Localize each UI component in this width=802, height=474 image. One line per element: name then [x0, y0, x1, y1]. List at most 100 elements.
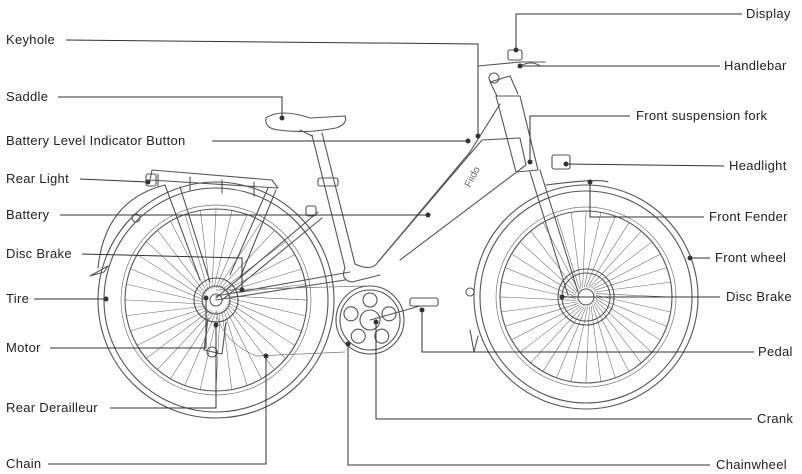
label-disc-brake-rear: Disc Brake	[6, 246, 72, 261]
chainwheel-cutout	[362, 292, 378, 308]
spoke	[530, 230, 578, 293]
chainwheel-cutout	[381, 306, 397, 322]
spoke	[217, 221, 262, 289]
label-chain: Chain	[6, 456, 41, 471]
label-front-suspension-fork: Front suspension fork	[636, 108, 768, 123]
rear-fender	[97, 184, 166, 269]
spoke	[570, 306, 589, 382]
spoke	[124, 299, 205, 305]
spoke	[595, 293, 673, 298]
spoke	[594, 301, 642, 364]
headlight-drawing	[551, 154, 571, 170]
bicycle-drawing: Fiido	[89, 49, 699, 419]
frame	[215, 95, 539, 301]
spoke	[594, 281, 671, 293]
part-labels: Display Keyhole Handlebar Saddle Front s…	[6, 6, 793, 472]
spoke	[184, 311, 217, 386]
spoke	[590, 241, 653, 289]
spoke	[556, 306, 587, 378]
spoke	[226, 305, 275, 370]
brand-logo: Fiido	[463, 165, 483, 190]
chainwheel-cutout	[374, 328, 390, 344]
spoke	[585, 216, 616, 288]
spoke	[511, 304, 580, 341]
label-saddle: Saddle	[6, 89, 48, 104]
spoke	[213, 210, 233, 289]
spoke	[590, 305, 602, 382]
spoke	[223, 309, 248, 386]
spoke	[593, 303, 630, 372]
spoke	[519, 305, 582, 353]
spoke	[227, 303, 286, 359]
chainwheel-cutout	[343, 306, 359, 322]
label-front-fender: Front Fender	[709, 209, 788, 224]
spoke	[223, 254, 295, 292]
spoke	[592, 304, 616, 378]
rear-mudflap	[89, 265, 109, 277]
label-handlebar: Handlebar	[724, 58, 787, 73]
label-crank: Crank	[757, 411, 793, 426]
spoke	[146, 241, 205, 297]
spoke	[585, 306, 590, 384]
leader-lines	[34, 13, 754, 466]
spoke	[157, 230, 206, 295]
spoke	[570, 212, 582, 289]
spoke	[227, 299, 302, 332]
spoke	[224, 307, 262, 379]
chainwheel-drawing	[335, 285, 405, 355]
saddle-drawing	[265, 112, 347, 137]
spoke	[215, 214, 248, 289]
spoke	[595, 296, 667, 327]
spoke	[587, 222, 630, 288]
spoke	[137, 254, 205, 299]
spoke	[530, 306, 583, 364]
spoke	[519, 241, 577, 294]
handlebar-drawing	[477, 49, 546, 97]
spoke	[582, 210, 587, 288]
spoke	[227, 297, 306, 317]
spoke	[137, 308, 209, 346]
spoke	[226, 284, 306, 295]
spoke	[499, 296, 577, 301]
spoke	[126, 283, 205, 303]
spoke	[592, 253, 661, 290]
label-keyhole: Keyhole	[6, 32, 55, 47]
spoke	[227, 301, 295, 346]
spoke	[542, 306, 585, 372]
label-chainwheel: Chainwheel	[716, 457, 787, 472]
spoke	[501, 301, 578, 313]
label-motor: Motor	[6, 340, 41, 355]
spoke	[595, 294, 671, 313]
spoke	[184, 214, 209, 291]
spoke	[130, 268, 205, 301]
spoke	[589, 230, 642, 288]
spoke	[146, 310, 211, 359]
label-display: Display	[746, 6, 791, 21]
spoke	[505, 303, 579, 327]
spoke	[595, 300, 653, 353]
spoke	[170, 311, 215, 379]
spoke	[221, 310, 232, 390]
spoke	[157, 311, 213, 370]
label-rear-light: Rear Light	[6, 171, 69, 186]
chainwheel-cutout	[350, 328, 366, 344]
spoke	[593, 267, 667, 291]
spoke	[211, 208, 217, 289]
label-pedal: Pedal	[758, 344, 793, 359]
label-rear-derailleur: Rear Derailleur	[6, 400, 98, 415]
spoke	[126, 305, 206, 316]
label-battery: Battery	[6, 207, 49, 222]
label-disc-brake-front: Disc Brake	[726, 289, 792, 304]
spoke	[505, 267, 577, 298]
crank-drawing	[369, 297, 439, 321]
spoke	[583, 212, 602, 288]
label-front-wheel: Front wheel	[715, 250, 786, 265]
label-headlight: Headlight	[729, 158, 787, 173]
spoke	[130, 307, 207, 332]
spoke	[556, 216, 580, 290]
spoke	[595, 298, 661, 341]
label-tire: Tire	[6, 291, 29, 306]
spoke	[225, 268, 302, 293]
